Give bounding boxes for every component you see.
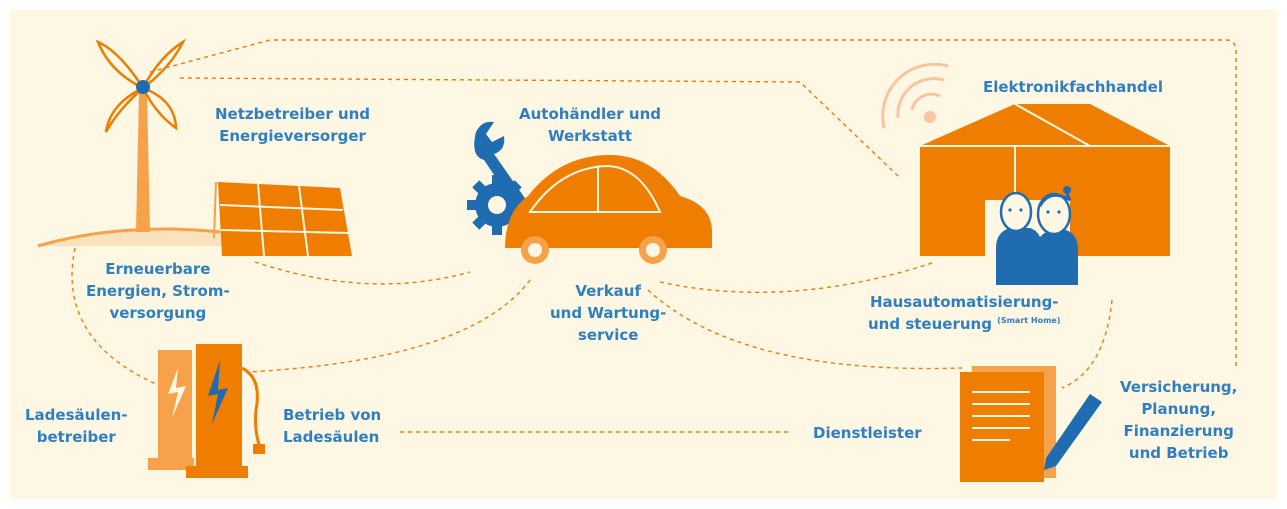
label-netzbetreiber: Netzbetreiber und Energieversorger [215, 105, 371, 145]
connector-turbine-topright [149, 39, 1237, 368]
label-hausautomatisierung: Hausautomatisierung- und steuerung (Smar… [868, 293, 1061, 333]
connector-lines [71, 39, 1237, 433]
car-icon [505, 155, 712, 264]
connector-solar-car [254, 261, 471, 285]
house-icon [920, 103, 1170, 256]
charging-station-icon [148, 344, 265, 478]
wind-turbine-icon [37, 38, 235, 248]
solar-panel-icon [213, 181, 352, 257]
wrench-gear-icon [467, 121, 536, 235]
connector-car-house [659, 261, 936, 293]
label-hausautomatisierung-line2: und steuerung [868, 315, 992, 333]
document-pen-icon [960, 366, 1102, 482]
label-betrieb: Betrieb von Ladesäulen [283, 406, 382, 446]
wifi-signal-icon [881, 62, 949, 129]
label-erneuerbare: Erneuerbare Energien, Strom- versorgung [86, 260, 230, 322]
connector-ground-station [71, 247, 171, 391]
connector-car-station [247, 279, 531, 373]
label-smart-home: (Smart Home) [997, 316, 1061, 325]
label-dienstleister: Dienstleister [813, 424, 922, 442]
label-elektronik: Elektronikfachhandel [983, 78, 1163, 96]
label-ladesaeulenbetreiber: Ladesäulen- betreiber [25, 406, 128, 446]
connector-house-document [1061, 299, 1113, 389]
label-versicherung: Versicherung, Planung, Finanzierung und … [1120, 378, 1238, 462]
connector-car-document [647, 289, 963, 370]
people-icon [996, 186, 1078, 285]
label-autohaendler: Autohändler und Werkstatt [519, 105, 662, 145]
connector-turbine-house [179, 77, 901, 179]
label-verkauf: Verkauf und Wartung- service [550, 282, 667, 344]
